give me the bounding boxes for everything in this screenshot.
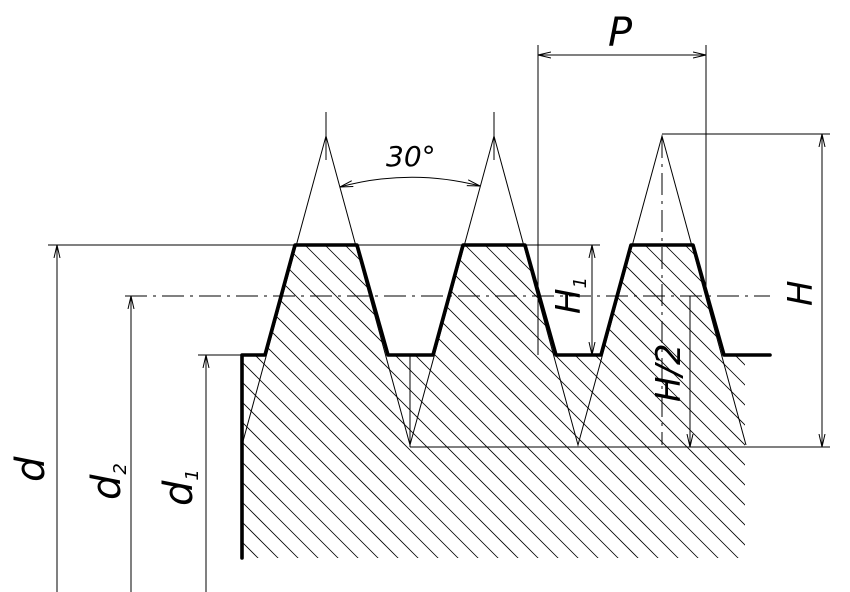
d1-label: d1 [156, 469, 203, 506]
hatch-line [259, 245, 661, 558]
hatch-line [0, 200, 240, 592]
hatch-line [0, 200, 80, 592]
hatch-line [242, 245, 261, 558]
hatch-line [0, 200, 140, 592]
hatch-line [242, 245, 541, 558]
hatch-line [840, 200, 850, 592]
half-h-label: H/2 [649, 343, 689, 402]
pitch-label: P [608, 10, 633, 56]
hatch-line [760, 200, 850, 592]
hatch-line [0, 200, 60, 592]
hatch-line [242, 245, 501, 558]
section-hatching [0, 200, 850, 592]
hatch-line [242, 245, 461, 558]
angle-label: 30° [386, 140, 436, 173]
hatch-line [800, 200, 850, 592]
hatch-line [0, 200, 20, 592]
svg-text:d2: d2 [84, 463, 131, 500]
thread-outline [240, 243, 772, 560]
hatch-line [0, 200, 40, 592]
hatch-line [820, 200, 850, 592]
hatch-line [0, 200, 120, 592]
h1-label: H1 [549, 277, 591, 314]
hatch-line [242, 245, 561, 558]
hatch-line [699, 245, 745, 558]
hatch-line [439, 245, 745, 558]
svg-text:d: d [8, 456, 54, 482]
hatch-line [242, 245, 441, 558]
hatch-line [242, 245, 641, 558]
hatch-line [242, 245, 341, 558]
hatch-line [0, 200, 180, 592]
hatch-line [619, 245, 745, 558]
d-label: d [8, 456, 54, 482]
hatch-line [359, 245, 745, 558]
hatch-line [399, 245, 745, 558]
svg-text:H1: H1 [549, 277, 591, 314]
hatch-line [0, 200, 200, 592]
hatch-line [0, 200, 220, 592]
hatch-line [279, 245, 681, 558]
hatch-line [242, 245, 521, 558]
svg-text:H/2: H/2 [649, 343, 689, 402]
hatch-line [559, 245, 745, 558]
hatch-line [459, 245, 745, 558]
hatch-line [242, 245, 361, 558]
hatch-line [379, 245, 745, 558]
hatch-line [599, 245, 745, 558]
hatch-line [242, 245, 281, 558]
hatch-line [419, 245, 745, 558]
hatch-line [0, 200, 100, 592]
hatch-line [242, 245, 621, 558]
hatch-line [719, 245, 745, 558]
hatch-line [242, 245, 481, 558]
angle-arc [340, 176, 480, 187]
hatch-line [242, 245, 601, 558]
hatch-line [242, 245, 421, 558]
h-label: H [781, 280, 821, 306]
hatch-line [780, 200, 850, 592]
hatch-line [242, 245, 581, 558]
hatch-line [739, 245, 745, 558]
svg-text:d1: d1 [156, 469, 203, 506]
d2-label: d2 [84, 463, 131, 500]
hatch-line [0, 200, 160, 592]
hatch-line [242, 245, 321, 558]
hatch-line [579, 245, 745, 558]
hatch-line [242, 245, 381, 558]
svg-text:H: H [781, 280, 821, 306]
hatch-line [242, 245, 401, 558]
